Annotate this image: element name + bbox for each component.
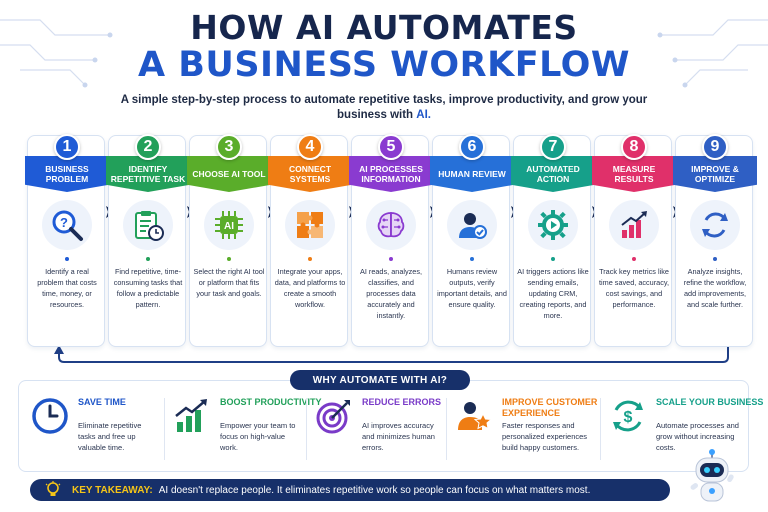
step-number: 6 <box>459 134 485 160</box>
step-description: Integrate your apps, data, and platforms… <box>274 267 346 309</box>
benefit-text: Faster responses and personalized experi… <box>502 421 588 452</box>
step-description: Analyze insights, refine the workflow, a… <box>683 267 747 309</box>
step-title: CHOOSE AI TOOL <box>187 156 271 192</box>
customer-star-icon <box>454 396 494 436</box>
step-number: 4 <box>297 134 323 160</box>
step-dot <box>146 257 150 261</box>
key-takeaway-text: AI doesn't replace people. It eliminates… <box>158 484 591 496</box>
benefit-divider <box>600 398 601 460</box>
step-dot <box>551 257 555 261</box>
step-title: MEASURE RESULTS <box>592 156 676 192</box>
page-title-line2: A BUSINESS WORKFLOW <box>137 45 631 85</box>
benefit-divider <box>446 398 447 460</box>
benefit-item: SAVE TIME Eliminate repetitive tasks and … <box>30 394 162 470</box>
robot-mascot-icon <box>690 449 734 502</box>
key-takeaway-bar: KEY TAKEAWAY: AI doesn't replace people.… <box>30 479 670 501</box>
step-number: 9 <box>702 134 728 160</box>
benefit-item: BOOST PRODUCTIVITY Empower your team to f… <box>172 394 322 470</box>
page-subtitle: A simple step-by-step process to automat… <box>120 93 648 123</box>
step-dot <box>632 257 636 261</box>
why-automate-panel <box>18 380 749 472</box>
benefit-text: Automate processes and grow without incr… <box>656 421 739 452</box>
benefit-text: Eliminate repetitive tasks and free up v… <box>78 421 142 452</box>
step-description: AI reads, analyzes, classifies, and proc… <box>359 267 423 320</box>
benefit-divider <box>306 398 307 460</box>
step-title: IDENTIFY REPETITIVE TASK <box>106 156 190 192</box>
benefit-item: REDUCE ERRORS AI improves accuracy and mi… <box>314 394 444 470</box>
brain-circuit-icon <box>366 200 416 250</box>
target-icon <box>314 396 354 436</box>
ai-chip-icon: AI <box>204 200 254 250</box>
benefit-title: SAVE TIME <box>78 397 126 407</box>
key-takeaway-label: KEY TAKEAWAY: <box>72 484 153 496</box>
step-number: 5 <box>378 134 404 160</box>
benefit-item: IMPROVE CUSTOMER EXPERIENCE Faster respon… <box>454 394 598 470</box>
step-title: AI PROCESSES INFORMATION <box>349 156 433 192</box>
step-title: IMPROVE & OPTIMIZE <box>673 156 757 192</box>
bar-growth-icon <box>172 396 212 436</box>
benefit-title: BOOST PRODUCTIVITY <box>220 397 322 407</box>
step-description: Track key metrics like time saved, accur… <box>598 267 670 309</box>
step-title: AUTOMATED ACTION <box>511 156 595 192</box>
svg-text:?: ? <box>60 215 68 230</box>
refresh-cycle-icon <box>690 200 740 250</box>
benefit-text: Empower your team to focus on high-value… <box>220 421 296 452</box>
step-dot <box>65 257 69 261</box>
step-number: 7 <box>540 134 566 160</box>
magnifier-question-icon: ? <box>42 200 92 250</box>
step-number: 8 <box>621 134 647 160</box>
step-dot <box>713 257 717 261</box>
step-number: 2 <box>135 134 161 160</box>
person-check-icon <box>447 200 497 250</box>
play-gear-icon <box>528 200 578 250</box>
step-number: 3 <box>216 134 242 160</box>
step-description: Find repetitive, time-consuming tasks th… <box>113 267 183 309</box>
step-number: 1 <box>54 134 80 160</box>
benefit-title: IMPROVE CUSTOMER EXPERIENCE <box>502 397 598 418</box>
subtitle-ai: AI. <box>416 109 431 121</box>
benefit-divider <box>164 398 165 460</box>
step-title: BUSINESS PROBLEM <box>25 156 109 192</box>
benefit-text: AI improves accuracy and minimizes human… <box>362 421 435 452</box>
clipboard-clock-icon <box>123 200 173 250</box>
step-description: AI triggers actions like sending emails,… <box>517 267 589 320</box>
why-automate-label: WHY AUTOMATE WITH AI? <box>290 370 470 390</box>
dollar-cycle-icon: $ <box>608 396 648 436</box>
subtitle-text: A simple step-by-step process to automat… <box>120 94 648 121</box>
lightbulb-icon <box>45 481 61 496</box>
svg-text:AI: AI <box>224 221 234 232</box>
svg-text:$: $ <box>624 409 633 426</box>
puzzle-icon <box>285 200 335 250</box>
clock-icon <box>30 396 70 436</box>
step-title: CONNECT SYSTEMS <box>268 156 352 192</box>
step-dot <box>470 257 474 261</box>
benefit-title: REDUCE ERRORS <box>362 397 442 407</box>
step-dot <box>389 257 393 261</box>
page-title-line1: HOW AI AUTOMATES <box>190 8 578 47</box>
step-description: Select the right AI tool or platform tha… <box>193 267 265 298</box>
benefit-item: $ SCALE YOUR BUSINESS Automate processes a… <box>608 394 763 470</box>
step-description: Humans review outputs, verify important … <box>437 267 507 309</box>
step-description: Identify a real problem that costs time,… <box>37 267 97 309</box>
step-dot <box>308 257 312 261</box>
benefit-title: SCALE YOUR BUSINESS <box>656 397 764 407</box>
step-title: HUMAN REVIEW <box>430 156 514 192</box>
growth-chart-icon <box>609 200 659 250</box>
step-dot <box>227 257 231 261</box>
